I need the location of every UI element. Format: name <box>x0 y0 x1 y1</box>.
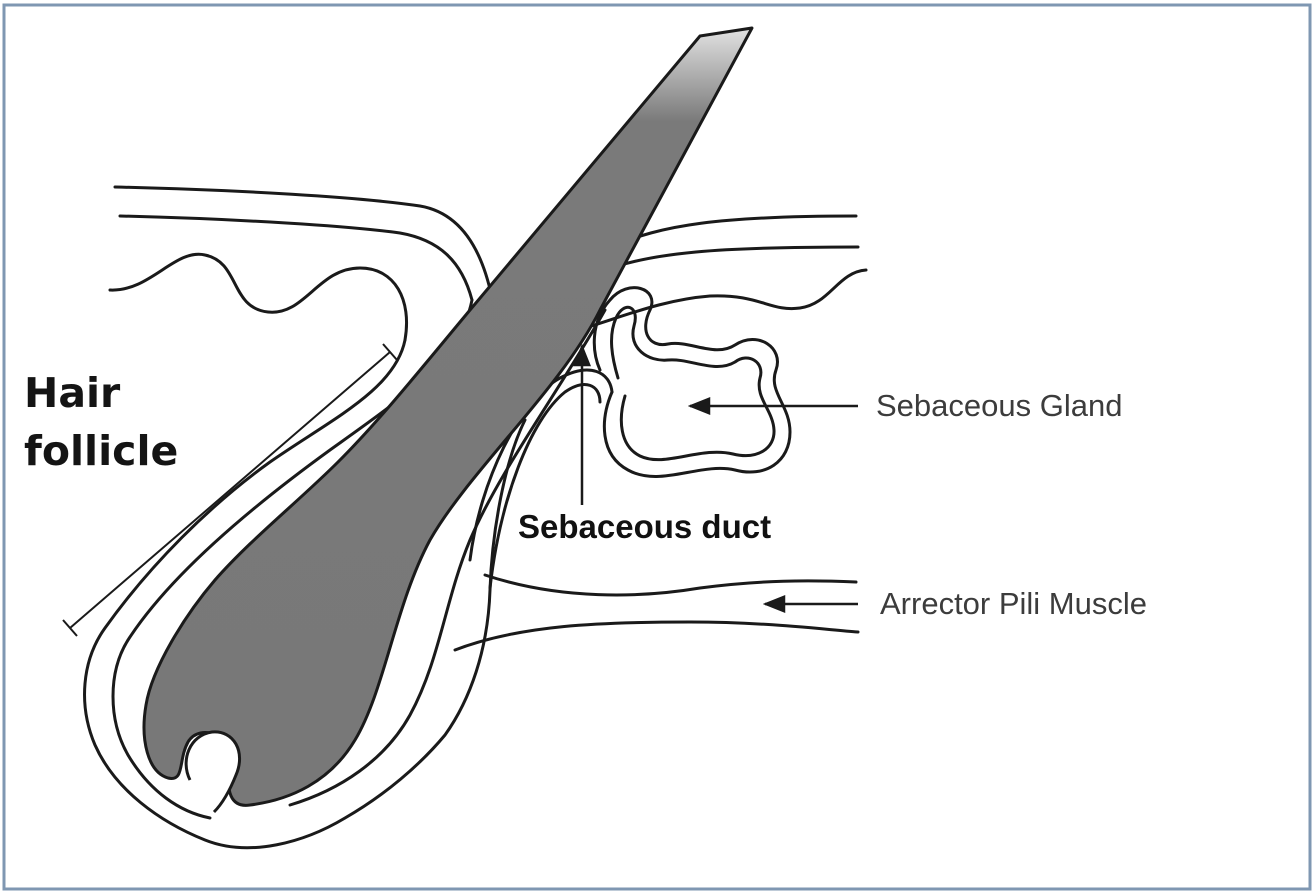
dermal-papilla <box>186 732 239 812</box>
epidermis-base-left <box>120 216 472 300</box>
annotation-arrows <box>582 346 858 604</box>
arrector-pili-muscle-bottom <box>455 622 858 650</box>
epidermis-base-right <box>600 247 858 272</box>
hair-shaft <box>144 28 752 805</box>
hair-follicle-label-line1: Hair <box>24 364 178 422</box>
arrector-pili-muscle-label: Arrector Pili Muscle <box>880 586 1147 622</box>
sebaceous-gland-label: Sebaceous Gland <box>876 388 1122 424</box>
hair-follicle-label-line2: follicle <box>24 422 178 480</box>
dermal-papillae-left <box>110 254 407 340</box>
dermal-papillae-right <box>578 270 866 330</box>
hair-follicle-label: Hair follicle <box>24 364 178 480</box>
sebaceous-gland-inner <box>612 307 775 459</box>
arrector-pili-muscle-top <box>485 575 856 595</box>
epidermis-surface-left <box>115 187 492 298</box>
sebaceous-duct-label: Sebaceous duct <box>518 508 771 546</box>
